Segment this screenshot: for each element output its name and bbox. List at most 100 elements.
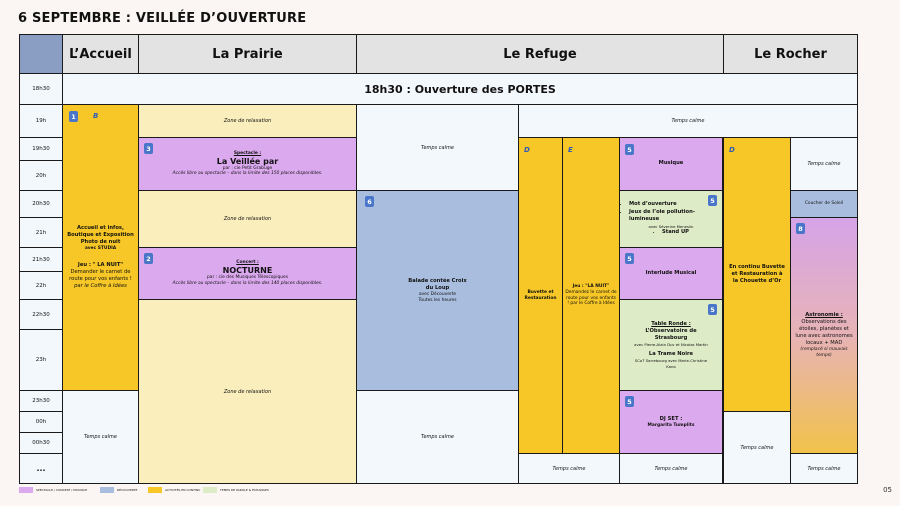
table-item: L’Observatoire de Strasbourg	[645, 328, 697, 342]
opening-text: 18h30 : Ouverture des PORTES	[364, 82, 556, 96]
refuge-calm-3: Temps calme	[518, 453, 620, 484]
prairie-zone-1: Zone de relaxation	[138, 104, 357, 138]
table-item: La Trame Noire	[648, 351, 694, 358]
table-sub: avec Pierre-Alain Duc et Nicolas Martin	[634, 342, 708, 348]
badge-3: 3	[144, 143, 153, 154]
refuge-jeu-text: Demandez le carnet de route pour vos enf…	[565, 289, 617, 307]
balade-note: Toutes les heures	[418, 297, 457, 303]
page-title: 6 SEPTEMBRE : VEILLÉE D’OUVERTURE	[18, 11, 307, 26]
accueil-info-sub: avec STUDIA	[84, 246, 117, 252]
legend-item: ACTIVITÉS EN CONTINU	[148, 487, 200, 493]
astro-kind: Astronomie :	[805, 312, 843, 319]
calm-label: Temps calme	[421, 144, 454, 151]
legend-item: SPECTACLE / CONCERT / MUSIQUE	[19, 487, 87, 493]
spectacle-note: Accès libre au spectacle – dans la limit…	[172, 171, 323, 177]
refuge-interlude: 5 Interlude Musical	[619, 247, 723, 300]
refuge-calm-4: Temps calme	[619, 453, 723, 484]
refuge-calm-1: Temps calme	[356, 104, 519, 191]
accueil-jeu-title: Jeu : " LA NUIT"	[77, 261, 124, 268]
time-label: 20h30	[19, 190, 63, 218]
calm-label: Temps calme	[654, 465, 688, 472]
time-label: 21h	[19, 217, 63, 248]
time-label: 19h	[19, 104, 63, 138]
spectacle-title: La Veillée par	[216, 156, 279, 166]
page-number: 05	[883, 486, 892, 494]
rocher-astronomie: 8 Astronomie : Observations des étoiles,…	[790, 217, 858, 454]
concert-by: par : cie des Musiques Télescopiques	[207, 275, 288, 281]
letter-e: E	[568, 146, 573, 154]
badge-5: 5	[708, 304, 717, 315]
badge-5: 5	[708, 195, 717, 206]
refuge-mot: 5 Mot d’ouverture Jeux de l’oie pollutio…	[619, 190, 723, 248]
letter-b: B	[93, 112, 99, 120]
badge-2: 2	[144, 253, 153, 264]
time-label: 00h	[19, 411, 63, 433]
time-label: 23h30	[19, 390, 63, 412]
legend-swatch	[19, 487, 33, 493]
schedule-grid: L’Accueil La Prairie Le Refuge Le Rocher…	[19, 34, 858, 484]
time-label: ...	[19, 453, 63, 484]
time-label: 22h30	[19, 299, 63, 330]
legend-label: TEMPS DE PAROLE & ÉCHANGES	[220, 488, 269, 492]
calm-label: Temps calme	[807, 161, 841, 167]
mot-list: Mot d’ouverture Jeux de l’oie pollution-…	[620, 201, 722, 224]
accueil-jeu-text2: par le Coffre à Idées	[74, 283, 127, 289]
buvette-label: Buvette et Restauration	[524, 289, 557, 301]
mot-list-2: Stand UP	[653, 229, 689, 237]
badge-8: 8	[796, 223, 805, 234]
letter-d: D	[524, 146, 530, 154]
legend-item: TEMPS DE PAROLE & ÉCHANGES	[203, 487, 269, 493]
time-label: 21h30	[19, 247, 63, 272]
legend-label: SPECTACLE / CONCERT / MUSIQUE	[36, 488, 88, 492]
badge-5: 5	[625, 396, 634, 407]
rocher-continu: D En continu Buvette et Restauration à l…	[723, 137, 791, 412]
rocher-calm-3: Temps calme	[790, 453, 858, 484]
prairie-zone-3: Zone de relaxation	[138, 299, 357, 484]
legend-swatch	[100, 487, 114, 493]
mot-item: Stand UP	[662, 229, 689, 236]
legend-swatch	[148, 487, 162, 493]
refuge-musique: 5 Musique	[619, 137, 723, 191]
calm-label: Temps calme	[807, 465, 841, 472]
venue-prairie: La Prairie	[138, 34, 357, 74]
zone-label: Zone de relaxation	[223, 216, 272, 222]
time-label: 20h	[19, 160, 63, 191]
legend-swatch	[203, 487, 217, 493]
badge-1: 1	[69, 111, 78, 122]
dj-title: DJ SET :	[659, 415, 683, 422]
astro-note: (remplacé si mauvais temps)	[800, 347, 848, 359]
interlude-label: Interlude Musical	[645, 269, 697, 276]
refuge-dj: 5 DJ SET : Margarita Tumplits	[619, 390, 723, 454]
calm-label: Temps calme	[740, 444, 774, 451]
venue-refuge: Le Refuge	[356, 34, 724, 74]
rocher-calm-2: Temps calme	[790, 137, 858, 191]
letter-d: D	[729, 146, 735, 154]
accueil-info-title: Accueil et infos, Boutique et Exposition…	[67, 224, 134, 245]
musique-label: Musique	[658, 160, 684, 167]
badge-5: 5	[625, 253, 634, 264]
badge-5: 5	[625, 144, 634, 155]
venue-rocher: Le Rocher	[723, 34, 858, 74]
badge-6: 6	[365, 196, 374, 207]
zone-label: Zone de relaxation	[223, 118, 272, 124]
refuge-buvette: D Buvette et Restauration	[518, 137, 563, 454]
legend-label: DÉCOUVERTE	[117, 488, 138, 492]
mot-item: Jeux de l’oie pollution-lumineuse	[629, 209, 722, 223]
refuge-jeu-title: Jeu : "LA NUIT"	[572, 283, 610, 289]
accueil-block: 1 B Accueil et infos, Boutique et Exposi…	[62, 104, 139, 391]
prairie-spectacle: 3 Spectacle : La Veillée par par : cie P…	[138, 137, 357, 191]
calm-label: Temps calme	[552, 465, 586, 472]
rocher-continu-text: En continu Buvette et Restauration à la …	[729, 263, 785, 284]
table-kind: Table Ronde :	[651, 321, 691, 328]
balade-by: avec Découverte	[418, 291, 457, 297]
refuge-calm-top: Temps calme	[518, 104, 858, 138]
corner-cell	[19, 34, 63, 74]
refuge-calm-2: Temps calme	[356, 390, 519, 484]
time-label: 18h30	[19, 73, 63, 105]
time-label: 22h	[19, 271, 63, 300]
time-label: 19h30	[19, 137, 63, 161]
accueil-jeu-text1: Demander le carnet de route pour vos enf…	[69, 268, 132, 282]
time-label: 23h	[19, 329, 63, 391]
legend-label: ACTIVITÉS EN CONTINU	[165, 488, 201, 492]
time-label: 00h30	[19, 432, 63, 454]
